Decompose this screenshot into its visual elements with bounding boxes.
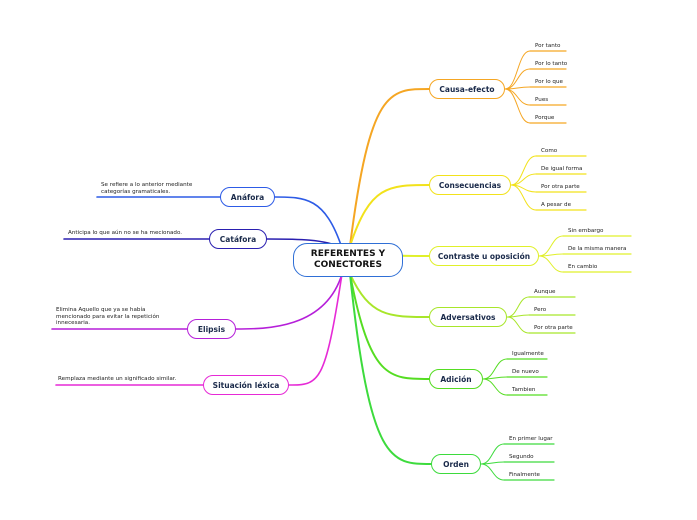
branch-label: Consecuencias	[438, 180, 502, 190]
branch-anafora[interactable]: Anáfora	[220, 187, 275, 207]
leaf-connector-1-0	[510, 155, 537, 186]
leaf-connector-2-2	[538, 255, 564, 273]
desc-elipsis: Elimina Aquello que ya se había menciona…	[56, 307, 160, 327]
leaf-orden-2[interactable]: Finalmente	[509, 472, 540, 478]
branch-elipsis[interactable]: Elipsis	[187, 319, 236, 339]
branch-label: Situación léxica	[212, 380, 280, 390]
leaf-connector-3-2	[506, 316, 530, 334]
leaf-causa-2[interactable]: Por lo que	[535, 79, 563, 85]
branch-label: Causa-efecto	[439, 84, 495, 94]
branch-connector-left-2	[235, 273, 343, 330]
leaf-consecuencias-3[interactable]: A pesar de	[541, 202, 572, 208]
leaf-connector-4-2	[482, 378, 508, 396]
branch-label: Contraste u oposición	[437, 251, 531, 261]
leaf-causa-1[interactable]: Por lo tanto	[535, 61, 568, 67]
leaf-adicion-0[interactable]: Igualmente	[512, 351, 544, 357]
leaf-causa-4[interactable]: Porque	[535, 115, 555, 121]
leaf-adicion-2[interactable]: Tambien	[512, 387, 536, 393]
leaf-adversativos-1[interactable]: Pero	[534, 307, 547, 313]
leaf-connector-0-4	[504, 88, 531, 124]
central-topic-label: REFERENTES Y CONECTORES	[310, 249, 386, 270]
desc-situacion: Remplaza mediante un significado similar…	[58, 376, 177, 382]
branch-connector-right-1	[349, 184, 430, 247]
branch-label: Adversativos	[440, 312, 496, 322]
branch-label: Catáfora	[219, 234, 257, 244]
leaf-consecuencias-0[interactable]: Como	[541, 148, 558, 154]
desc-anafora: Se refiere a lo anterior mediante catego…	[101, 182, 193, 195]
branch-label: Elipsis	[197, 324, 226, 334]
leaf-connector-1-3	[510, 184, 537, 211]
leaf-contraste-2[interactable]: En cambio	[568, 264, 598, 270]
leaf-adicion-1[interactable]: De nuevo	[512, 369, 539, 375]
branch-causa-efecto[interactable]: Causa-efecto	[429, 79, 505, 99]
leaf-adversativos-0[interactable]: Aunque	[534, 289, 556, 295]
branch-adversativos[interactable]: Adversativos	[429, 307, 507, 327]
leaf-causa-3[interactable]: Pues	[535, 97, 549, 103]
branch-connector-right-4	[349, 273, 430, 380]
leaf-contraste-1[interactable]: De la misma manera	[568, 246, 627, 252]
branch-adicion[interactable]: Adición	[429, 369, 483, 389]
branch-connector-left-0	[274, 196, 343, 249]
branch-connector-right-3	[349, 273, 430, 318]
branch-connector-right-5	[349, 273, 432, 465]
leaf-connector-0-3	[504, 88, 531, 106]
branch-connector-left-3	[288, 273, 343, 386]
branch-orden[interactable]: Orden	[431, 454, 481, 474]
leaf-connector-4-0	[482, 358, 508, 380]
desc-catafora: Anticipa lo que aún no se ha mecionado.	[68, 230, 183, 236]
leaf-consecuencias-1[interactable]: De igual forma	[541, 166, 583, 172]
leaf-connector-5-2	[480, 463, 505, 481]
branch-label: Anáfora	[230, 192, 265, 202]
leaf-adversativos-2[interactable]: Por otra parte	[534, 325, 573, 331]
branch-connector-right-0	[349, 88, 430, 247]
leaf-contraste-0[interactable]: Sin embargo	[568, 228, 604, 234]
leaf-causa-0[interactable]: Por tanto	[535, 43, 561, 49]
branch-contraste[interactable]: Contraste u oposición	[429, 246, 539, 266]
leaf-orden-1[interactable]: Segundo	[509, 454, 534, 460]
leaf-connector-2-0	[538, 235, 564, 257]
leaf-connector-0-0	[504, 50, 531, 90]
branch-situacion-lexica[interactable]: Situación léxica	[203, 375, 289, 395]
leaf-connector-0-1	[504, 68, 531, 90]
branch-consecuencias[interactable]: Consecuencias	[429, 175, 511, 195]
leaf-orden-0[interactable]: En primer lugar	[509, 436, 553, 442]
branch-catafora[interactable]: Catáfora	[209, 229, 267, 249]
leaf-connector-5-0	[480, 443, 505, 465]
branch-label: Adición	[440, 374, 472, 384]
leaf-consecuencias-2[interactable]: Por otra parte	[541, 184, 580, 190]
central-topic[interactable]: REFERENTES Y CONECTORES	[293, 243, 403, 277]
leaf-connector-3-0	[506, 296, 530, 318]
leaf-connector-1-1	[510, 173, 537, 186]
branch-label: Orden	[443, 459, 469, 469]
